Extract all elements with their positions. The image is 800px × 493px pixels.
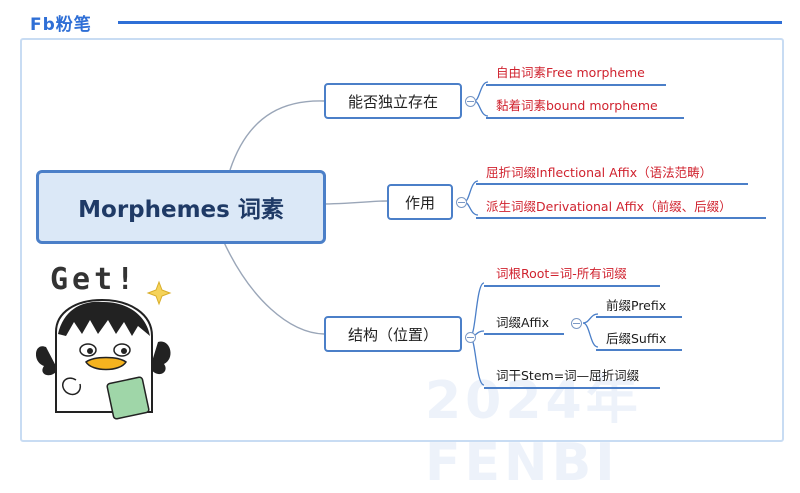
- collapse-icon[interactable]: [571, 318, 582, 329]
- leaf-root: 词根Root=词-所有词缀: [496, 266, 627, 281]
- leaf-bound-morpheme: 黏着词素bound morpheme: [496, 98, 658, 113]
- mascot-caption: Get!: [50, 262, 139, 297]
- connector-root-branch1: [229, 100, 325, 171]
- leaf-underline: [596, 316, 682, 318]
- leaf-stem: 词干Stem=词—屈折词缀: [496, 368, 640, 383]
- mascot-illustration: [36, 280, 172, 420]
- leaf-inflectional-affix: 屈折词缀Inflectional Affix（语法范畴）: [486, 165, 713, 180]
- leaf-free-morpheme: 自由词素Free morpheme: [496, 65, 645, 80]
- leaf-underline: [484, 333, 564, 335]
- connector-root-branch3: [221, 237, 325, 335]
- connector-root-branch2: [319, 200, 388, 205]
- brand-logo: Fb粉笔: [30, 15, 92, 35]
- root-node[interactable]: Morphemes 词素: [36, 170, 326, 244]
- collapse-icon[interactable]: [456, 197, 467, 208]
- collapse-icon[interactable]: [465, 332, 476, 343]
- leaf-underline: [484, 387, 660, 389]
- collapse-icon[interactable]: [465, 96, 476, 107]
- leaf-underline: [476, 183, 748, 185]
- header-rule: [118, 21, 782, 24]
- leaf-underline: [486, 84, 666, 86]
- leaf-underline: [476, 217, 766, 219]
- connector-b3-leaf1: [469, 282, 485, 338]
- branch-node-function[interactable]: 作用: [387, 184, 453, 220]
- connector-b1-leaf2: [473, 100, 489, 117]
- leaf-derivational-affix: 派生词缀Derivational Affix（前缀、后缀）: [486, 199, 732, 214]
- leaf-suffix: 后缀Suffix: [606, 331, 667, 346]
- leaf-prefix: 前缀Prefix: [606, 298, 667, 313]
- leaf-underline: [486, 117, 684, 119]
- connector-b3-leaf3: [469, 336, 485, 386]
- branch-node-structure[interactable]: 结构（位置）: [324, 316, 462, 352]
- leaf-underline: [484, 285, 660, 287]
- branch-node-independence[interactable]: 能否独立存在: [324, 83, 462, 119]
- connector-affix-suffix: [582, 322, 599, 348]
- leaf-underline: [596, 349, 682, 351]
- leaf-affix[interactable]: 词缀Affix: [496, 315, 550, 330]
